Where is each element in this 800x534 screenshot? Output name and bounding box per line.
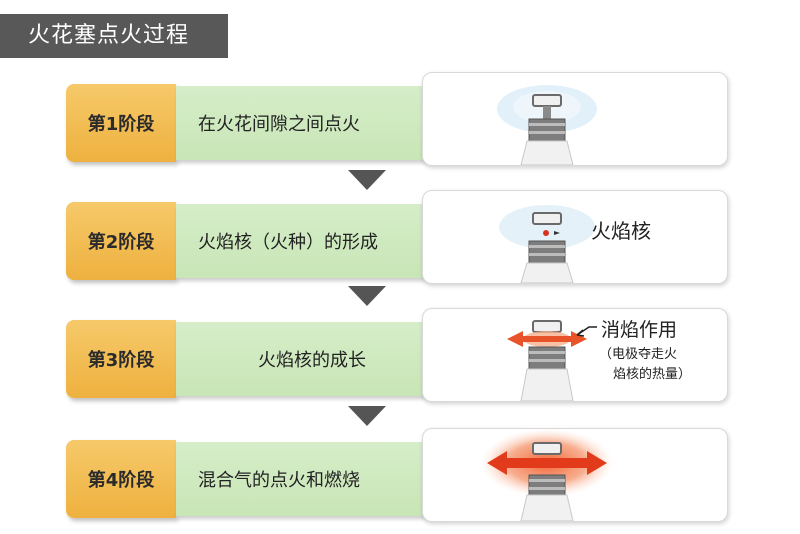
quenching-note-line1: （电极夺走火: [599, 347, 678, 362]
stage-3-description: 火焰核的成长: [176, 322, 448, 396]
stage-3-label: 第3阶段: [66, 320, 176, 398]
arrow-down-icon: [348, 170, 386, 190]
stage-4-description: 混合气的点火和燃烧: [176, 442, 448, 516]
arrow-down-icon: [348, 286, 386, 306]
stage-2-illustration: 火焰核: [422, 190, 728, 284]
arrow-down-icon: [348, 406, 386, 426]
quenching-note-line2: 焰核的热量）: [613, 367, 692, 382]
flame-kernel-callout: 火焰核: [591, 219, 651, 243]
stage-2: 第2阶段 火焰核（火种）的形成 火焰核: [66, 190, 728, 284]
spark-plug-3-icon: [507, 320, 597, 401]
stage-4-illustration: [422, 428, 728, 522]
stage-1-label: 第1阶段: [66, 84, 176, 162]
stage-1-description: 在火花间隙之间点火: [176, 86, 448, 160]
stage-1: 第1阶段 在火花间隙之间点火: [66, 72, 728, 166]
stage-2-label: 第2阶段: [66, 202, 176, 280]
stage-1-illustration: [422, 72, 728, 166]
stage-2-description: 火焰核（火种）的形成: [176, 204, 448, 278]
stage-3: 第3阶段 火焰核的成长 消焰作用 （电极夺走火 焰核的热量）: [66, 308, 728, 402]
stage-3-illustration: 消焰作用 （电极夺走火 焰核的热量）: [422, 308, 728, 402]
quenching-callout: 消焰作用: [601, 319, 678, 341]
spark-plug-4-icon: [481, 429, 613, 521]
stage-4-label: 第4阶段: [66, 440, 176, 518]
spark-plug-2-icon: [499, 205, 595, 283]
spark-plug-1-icon: [497, 85, 597, 165]
page-title: 火花塞点火过程: [0, 14, 228, 58]
stage-4: 第4阶段 混合气的点火和燃烧: [66, 428, 728, 522]
